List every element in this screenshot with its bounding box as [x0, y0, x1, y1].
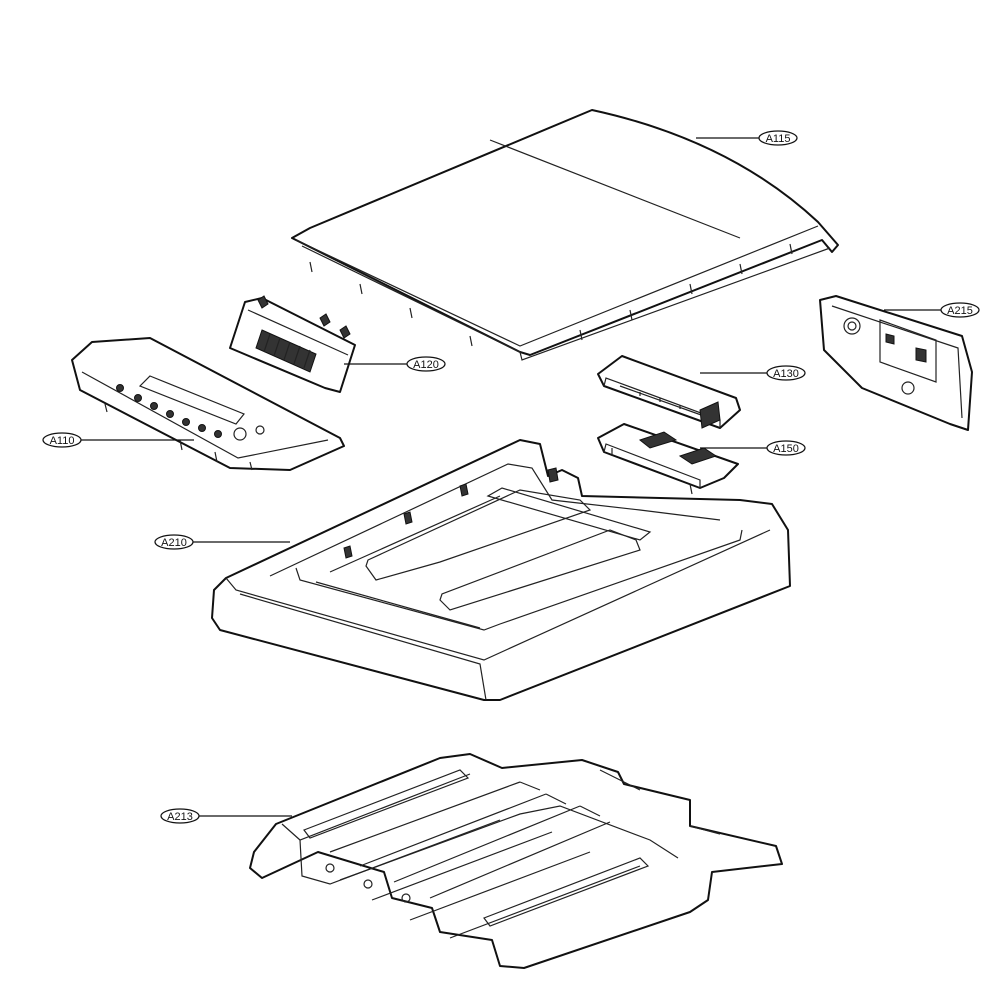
- part-a150-bracket: [597, 423, 739, 495]
- label-a215-text: A215: [947, 305, 973, 317]
- part-a215-rear-cover: [819, 295, 973, 431]
- label-a120-text: A120: [413, 359, 439, 371]
- label-a115-text: A115: [766, 133, 791, 145]
- label-a213: A213: [160, 808, 292, 824]
- part-a130-module: [597, 355, 741, 429]
- label-a210-text: A210: [161, 537, 187, 549]
- label-a110: A110: [42, 432, 194, 448]
- label-a150-text: A150: [773, 443, 799, 455]
- label-a130: A130: [700, 365, 806, 381]
- label-a120: A120: [344, 356, 446, 372]
- part-a120-control-board: [229, 295, 356, 393]
- label-a115: A115: [696, 130, 798, 146]
- label-a150: A150: [700, 440, 806, 456]
- part-a115-top-lid: [291, 109, 839, 361]
- label-a213-text: A213: [167, 811, 193, 823]
- label-a215: A215: [884, 302, 980, 318]
- part-a210-top-frame: [211, 439, 791, 701]
- part-a213-base-plate: [249, 753, 783, 969]
- label-a210: A210: [154, 534, 290, 550]
- label-a110-text: A110: [50, 435, 75, 447]
- label-a130-text: A130: [773, 368, 799, 380]
- part-a110-control-panel: [71, 337, 345, 471]
